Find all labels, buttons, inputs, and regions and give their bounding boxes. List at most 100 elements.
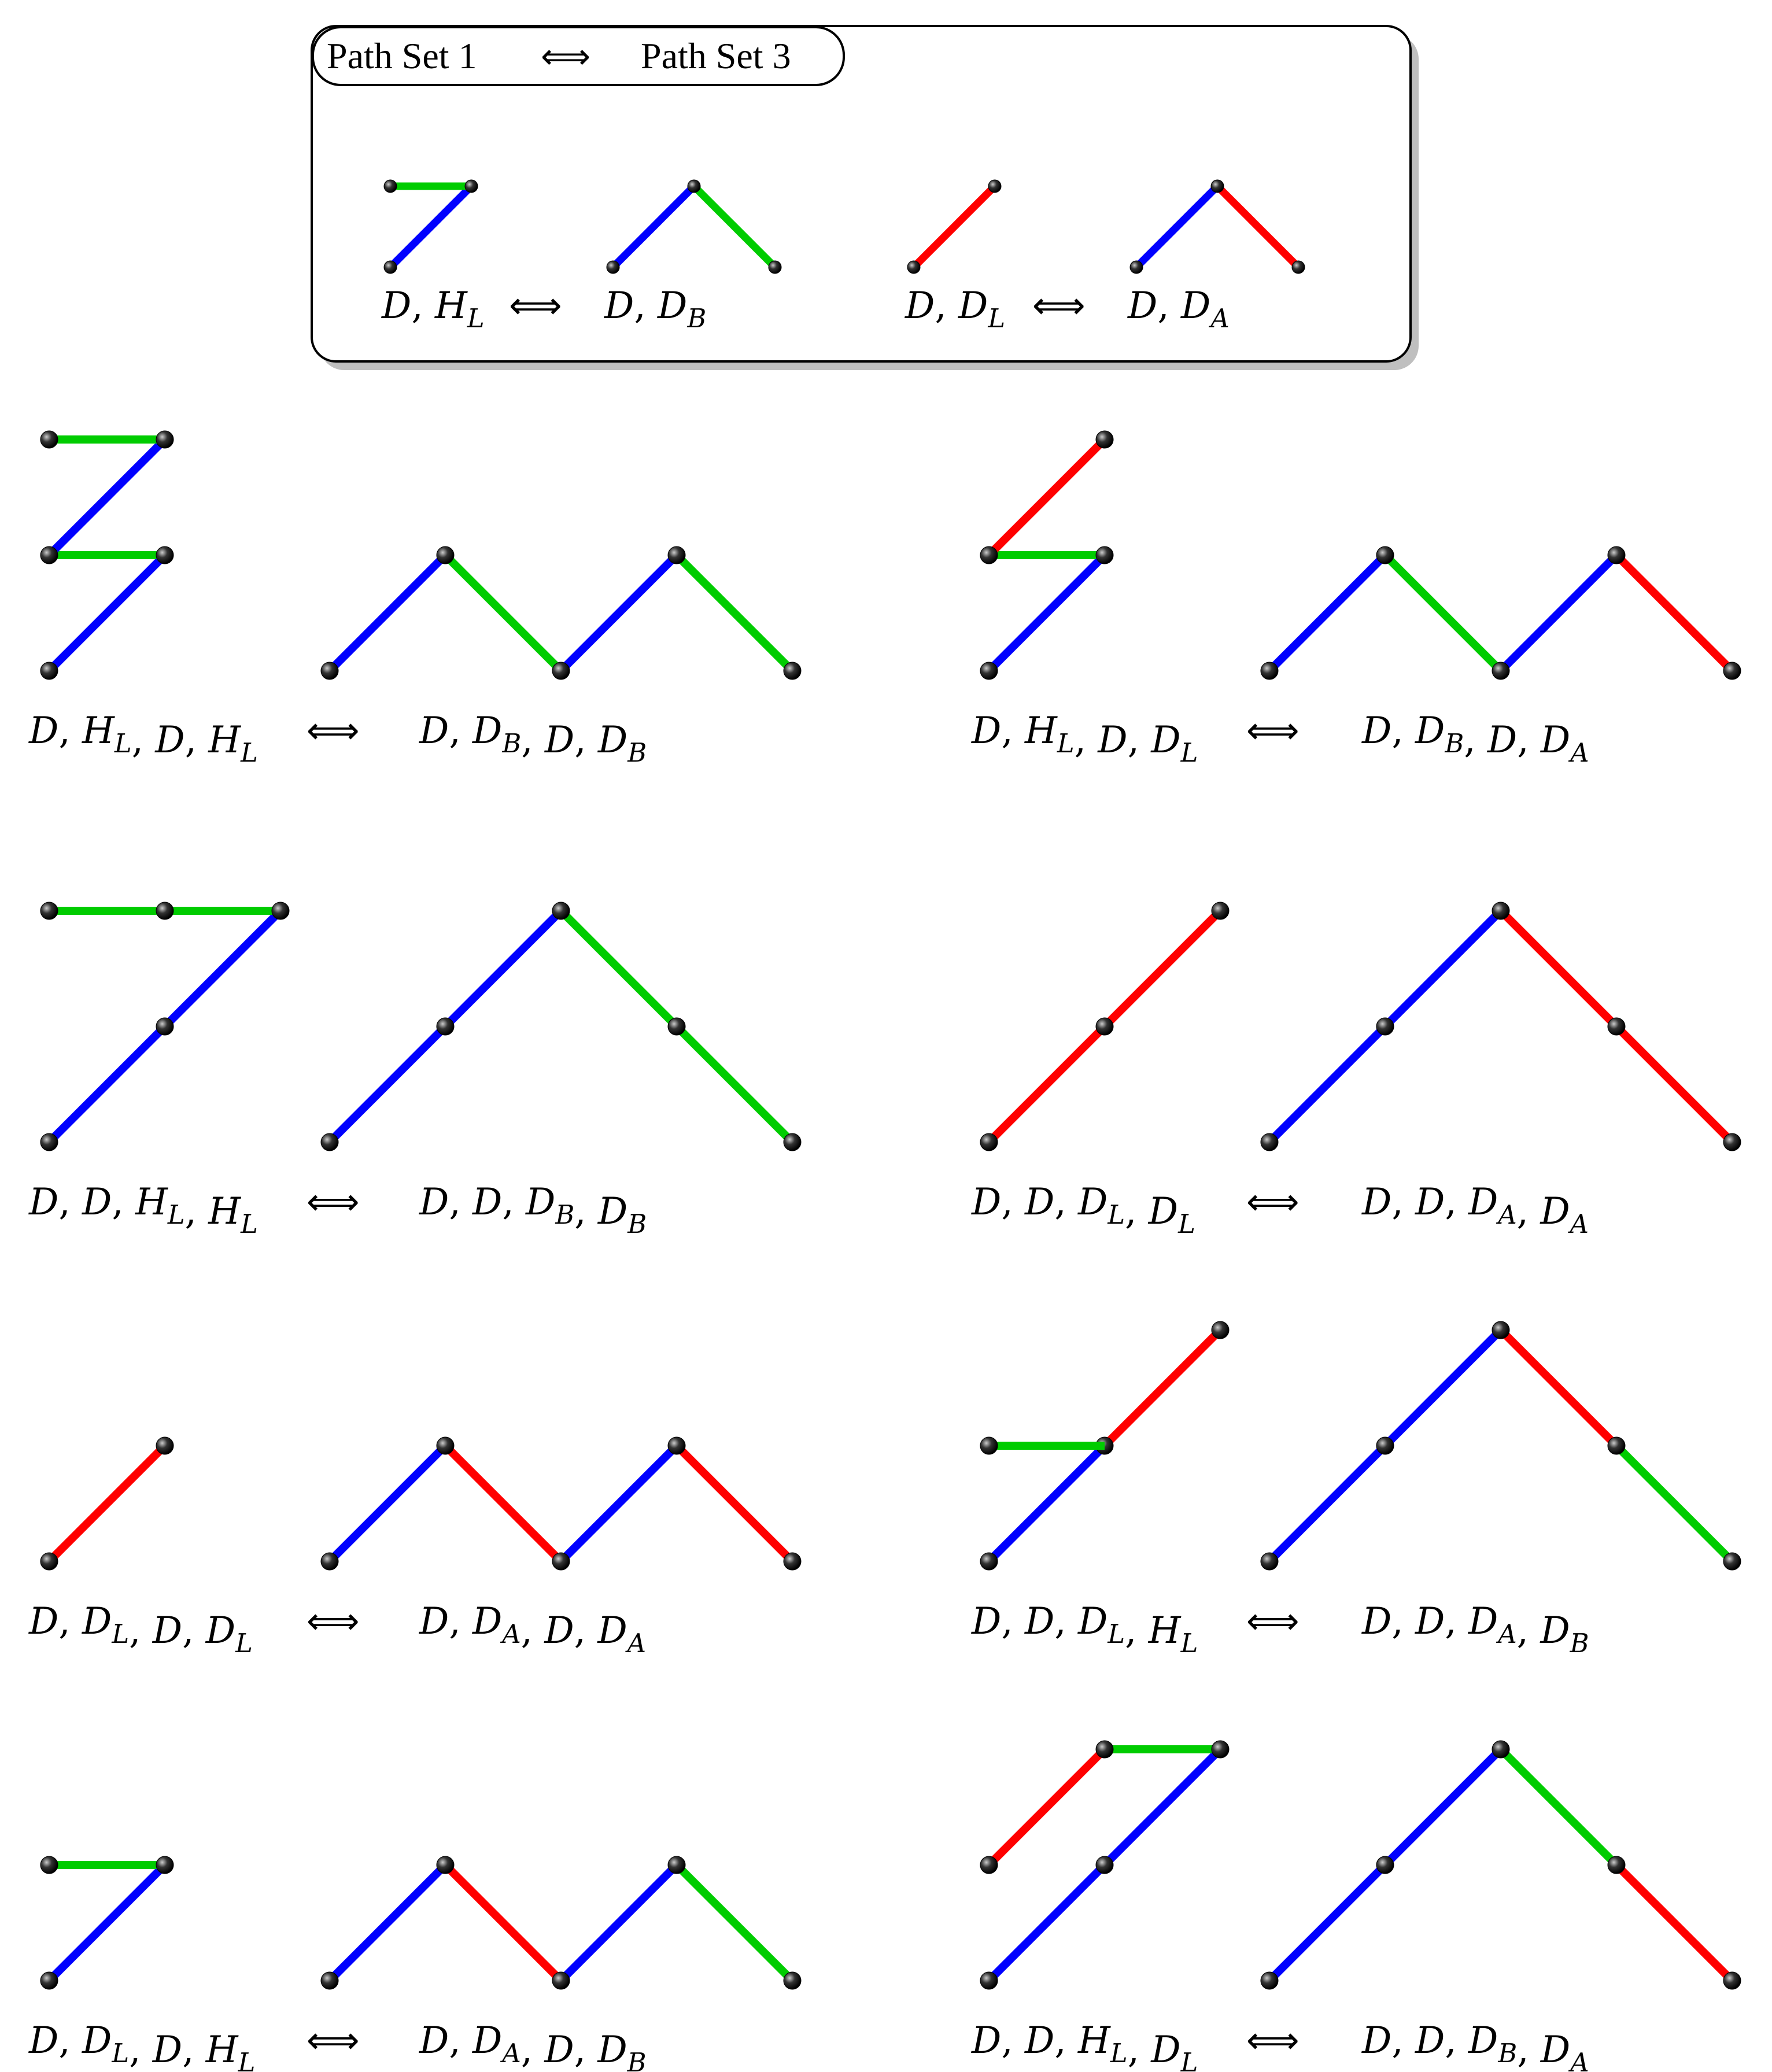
label-symbol: H (205, 2029, 239, 2071)
legend-pair1-set1-path-node-0 (383, 260, 397, 274)
label-comma: , (1054, 1181, 1078, 1224)
label-comma: , (1054, 2019, 1078, 2062)
label-subscript: B (627, 737, 647, 768)
row3-col1-set3-path-node-2 (552, 1552, 570, 1571)
row3-col1-set3-path-node-1 (436, 1436, 455, 1455)
label-comma: , (574, 2029, 598, 2071)
row2-col1-set1-label: D, D, HL, HL (28, 1181, 258, 1239)
label-comma: , (1125, 1609, 1149, 1652)
row3-col1-set3-path-node-0 (320, 1552, 339, 1571)
label-comma: , (1125, 1190, 1149, 1233)
row3-col1-set3-path-edge-3 (674, 1443, 795, 1564)
label-subscript: B (627, 1209, 647, 1239)
row4-col1-set3-path-edge-0 (327, 1862, 448, 1984)
row2-col2-set3-path-node-2 (1492, 902, 1510, 920)
label-comma: , (1001, 1600, 1025, 1643)
label-comma: , (449, 2019, 472, 2062)
row3-col2-set3-label: D, D, DA, DB (1361, 1600, 1589, 1659)
label-symbol: D (1540, 2029, 1570, 2071)
label-subscript: B (1570, 1628, 1589, 1659)
row2-col2-set1-label: D, D, DL, DL (971, 1181, 1195, 1239)
legend-pair2-set1-path-edge-0 (911, 183, 998, 270)
label-symbol: D (419, 710, 449, 752)
row3-col1-set3-path-edge-2 (558, 1443, 680, 1564)
label-symbol: D (82, 1181, 112, 1224)
label-symbol: D (958, 285, 988, 327)
label-symbol: D (971, 710, 1001, 752)
row4-col2-set3-path-edge-1 (1382, 1746, 1504, 1868)
label-subscript: B (627, 2047, 647, 2072)
label-comma: , (1445, 1600, 1468, 1643)
label-comma: , (521, 1609, 545, 1652)
row3-col2-set1-branch-node (980, 1436, 998, 1455)
row3-col1-set1-path-edge-0 (46, 1443, 168, 1564)
label-subscript: A (1568, 2047, 1589, 2072)
label-symbol: D (1468, 2019, 1498, 2062)
label-comma: , (58, 2019, 82, 2062)
row4-col2-set3-label: D, D, DB, DA (1361, 2019, 1589, 2072)
row4-col1-arrow: ⟺ (307, 2019, 360, 2062)
label-subscript: L (1107, 1619, 1125, 1649)
label-comma: , (502, 1181, 526, 1224)
label-comma: , (574, 719, 598, 762)
label-comma: , (411, 285, 435, 327)
row1-col1-set3-path-node-1 (436, 546, 455, 564)
label-symbol: D (1468, 1181, 1498, 1224)
row3-col2-set3-path-node-0 (1260, 1552, 1279, 1571)
label-subscript: L (240, 737, 258, 768)
label-comma: , (129, 2029, 153, 2071)
label-symbol: D (1415, 1600, 1445, 1643)
label-subscript: L (467, 303, 485, 334)
row2-col2-set1-path-node-2 (1211, 902, 1230, 920)
row3-col1-set3-label: D, DA, D, DA (419, 1600, 646, 1659)
row2-col2-set3-path-edge-2 (1498, 908, 1619, 1029)
row1-col2-set3-path-edge-3 (1614, 552, 1735, 674)
label-subscript: A (1568, 737, 1589, 768)
row2-col2-set3-path-node-1 (1376, 1017, 1394, 1036)
label-symbol: D (152, 2029, 182, 2071)
label-comma: , (1391, 1600, 1415, 1643)
legend-pair2-set3-label: D, DA (1127, 285, 1230, 334)
label-symbol: D (1150, 719, 1180, 762)
label-subscript: B (686, 303, 706, 334)
row4-col2-set1-path-node-0 (980, 1971, 998, 1990)
row1-col1-set3-path-edge-3 (674, 552, 795, 674)
label-comma: , (521, 2029, 545, 2071)
label-symbol: D (28, 1181, 58, 1224)
label-symbol: D (28, 1600, 58, 1643)
row2-col1-set3-path-node-1 (436, 1017, 455, 1036)
label-symbol: D (472, 1600, 502, 1643)
label-symbol: D (597, 719, 627, 762)
row1-col1-arrow: ⟺ (307, 710, 360, 752)
label-comma: , (1445, 1181, 1468, 1224)
label-symbol: D (152, 1609, 182, 1652)
label-comma: , (1517, 719, 1541, 762)
legend-pair1-set1-path-node-2 (383, 179, 397, 193)
label-symbol: D (1024, 1600, 1054, 1643)
label-symbol: D (381, 285, 411, 327)
label-symbol: H (135, 1181, 168, 1224)
label-symbol: D (544, 1609, 574, 1652)
legend-title-arrow: ⟺ (541, 36, 590, 77)
row4-col2-set1-path-node-2 (1211, 1740, 1230, 1759)
row3-col1-set3-path-node-3 (667, 1436, 686, 1455)
label-subscript: L (1057, 728, 1075, 759)
legend-pair1-set3-label: D, DB (604, 285, 706, 334)
row2-col2-set1-path-edge-0 (986, 1024, 1108, 1145)
legend-pair1-set3-path-edge-1 (691, 183, 778, 270)
row4-col2-set3-path-edge-2 (1498, 1746, 1619, 1868)
label-symbol: D (154, 719, 184, 762)
row2-col1-set1-path-node-2 (271, 902, 290, 920)
row3-col2-set1-path-edge-0 (986, 1443, 1108, 1564)
label-subscript: L (111, 1619, 129, 1649)
row3-col2-set3-path-node-4 (1723, 1552, 1741, 1571)
label-subscript: A (500, 1619, 520, 1649)
row1-col2-set3-path-edge-0 (1267, 552, 1388, 674)
label-symbol: D (205, 1609, 235, 1652)
label-comma: , (1001, 710, 1025, 752)
label-symbol: D (1468, 1600, 1498, 1643)
label-symbol: D (1077, 1181, 1108, 1224)
label-symbol: D (1150, 2029, 1180, 2071)
